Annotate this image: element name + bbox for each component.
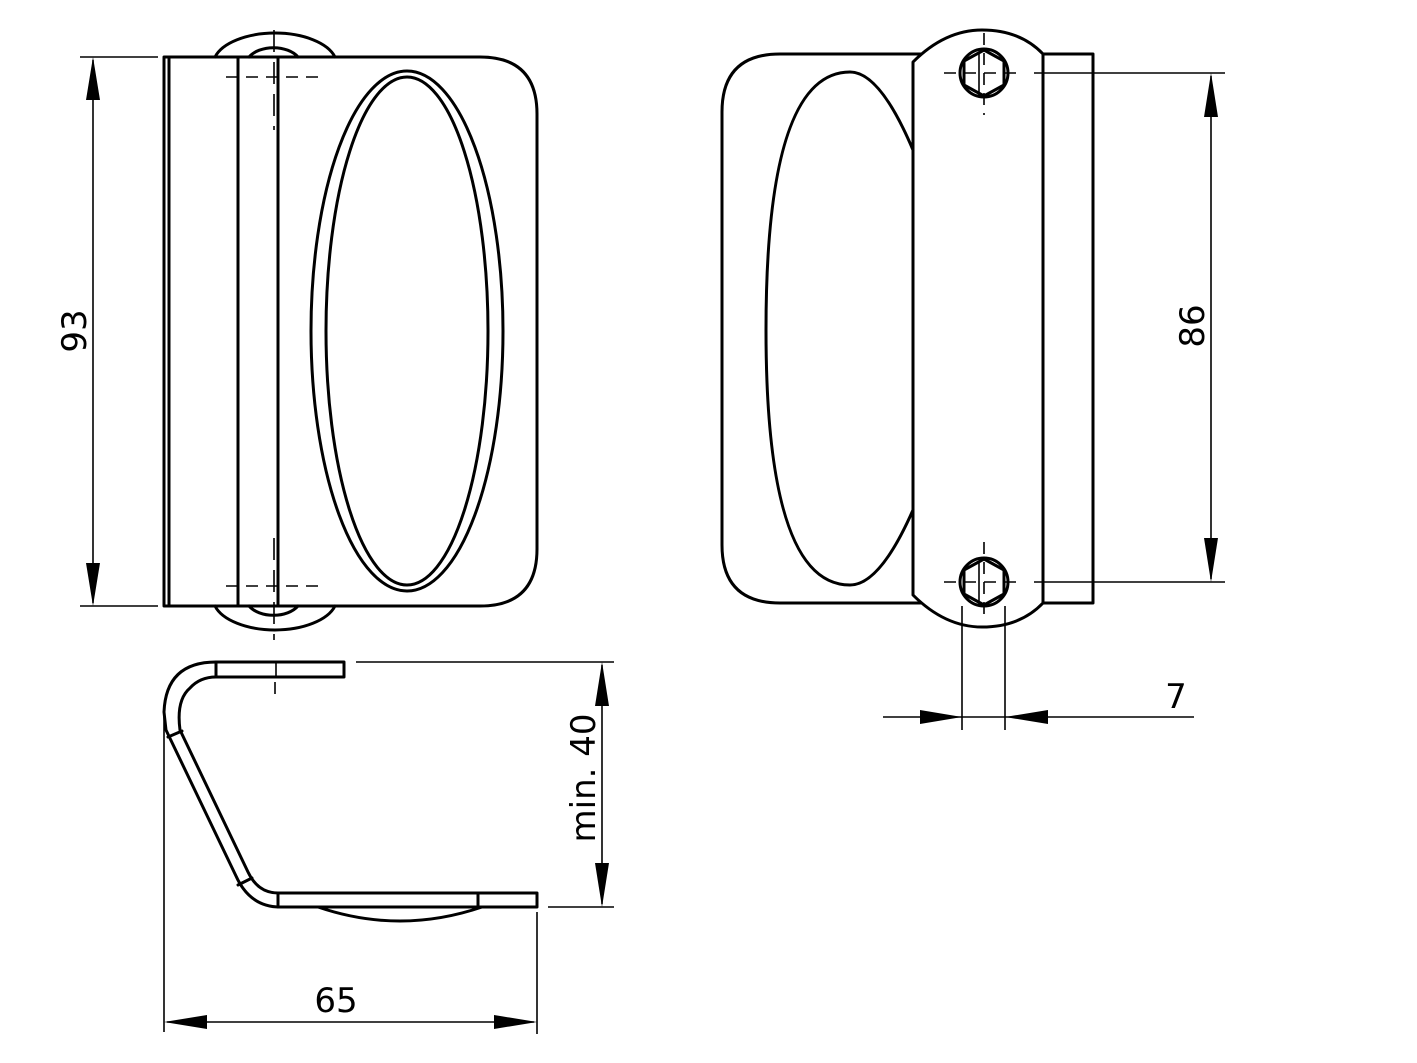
hex-screw-bottom [944,542,1225,622]
bend-joint-upper [166,729,184,739]
dimension-label-86: 86 [1173,304,1213,347]
dimension-93: 93 [55,56,158,607]
dimension-86: 86 [1173,73,1218,582]
dimension-label-min-40: min. 40 [564,714,604,843]
oval-recess-outer [309,69,505,593]
hex-screw-top [944,33,1225,115]
bend-joint-lower [236,876,254,887]
dimension-65: 65 [164,912,538,1034]
bracket-lobe-bottom [213,604,337,632]
rear-view [720,28,1225,629]
recess-bulge [316,905,484,923]
dimension-label-65: 65 [314,981,357,1021]
rear-strip [1041,52,1095,605]
bracket-profile [162,660,539,909]
dimension-min-40: min. 40 [356,661,614,908]
bracket-lobe-top [213,31,337,59]
front-view [162,30,539,640]
dimension-label-7: 7 [1165,677,1187,717]
dimension-7: 7 [883,606,1194,730]
handle-body-outline [162,55,539,608]
side-view [162,660,539,1032]
rear-body-outline [720,52,923,605]
dimension-label-93: 93 [55,309,95,352]
mounting-plate [911,28,1045,629]
rear-oval-recess [764,70,915,587]
oval-recess-inner [324,75,490,587]
